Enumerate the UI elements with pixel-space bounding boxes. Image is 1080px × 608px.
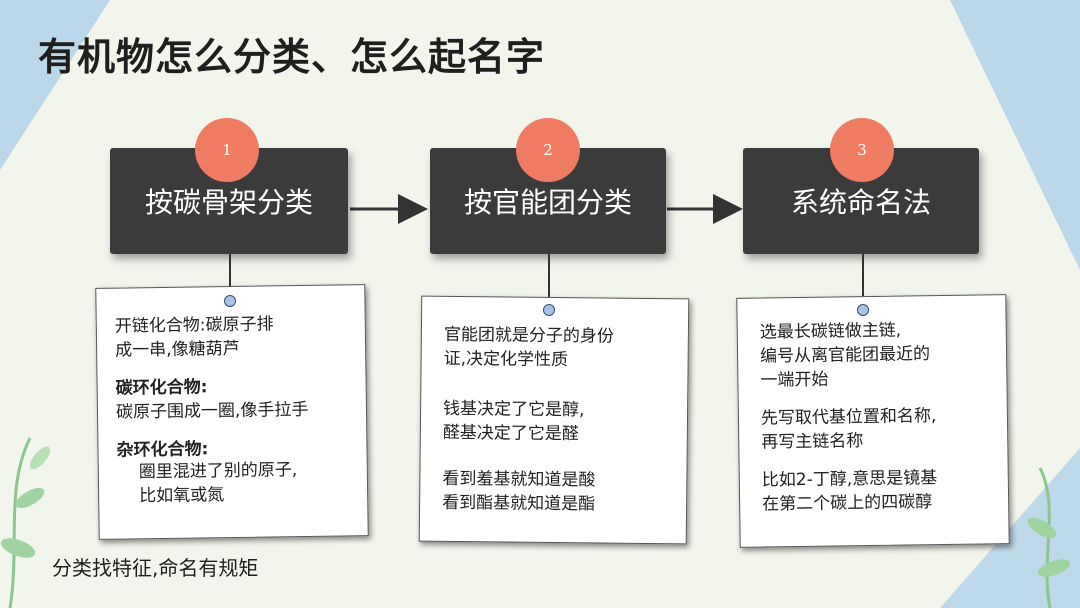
heterocyclic-line-2: 比如氧或氮 [139,485,225,507]
naming-rules-card: 选最长碳链做主链, 编号从离官能团最近的 一端开始 先写取代基位置和名称, 再写… [736,294,1010,548]
step-1-label: 按碳骨架分类 [144,186,313,219]
functional-group-card: 官能团就是分子的身份 证,决定化学性质 钱基决定了它是醇, 醛基决定了它是醛 看… [418,295,690,545]
step-3-number: 3 [857,141,867,159]
step-3-label: 系统命名法 [790,186,931,219]
step-3-number-badge: 3 [830,118,894,182]
step-2-number: 2 [543,141,553,159]
carbocyclic-title: 碳环化合物: [115,377,208,399]
naming-rule-1-line-1: 选最长碳链做主链, [759,320,902,343]
carbocyclic-text: 碳原子围成一圈,像手拉手 [115,399,309,423]
naming-rule-2-line-1: 先写取代基位置和名称, [760,406,937,429]
top-right-corner-decoration [950,0,1080,270]
functional-example-line-1: 钱基决定了它是醇, [443,398,585,421]
connector-line-2 [548,254,550,310]
naming-example-line-2: 在第二个碳上的四碳醇 [762,492,933,515]
page-title: 有机物怎么分类、怎么起名字 [38,35,546,79]
functional-example-line-3: 看到羞基就知道是酸 [442,468,596,491]
step-2-number-badge: 2 [516,118,580,182]
top-left-corner-decoration [0,0,110,170]
open-chain-line-1: 开链化合物:碳原子排 [114,314,274,337]
connector-dot-1 [224,295,236,307]
naming-rule-1-line-2: 编号从离官能团最近的 [759,344,931,367]
functional-example-line-2: 醛基决定了它是醛 [442,422,579,445]
naming-rule-1-line-3: 一端开始 [760,369,829,391]
heterocyclic-line-1: 圈里混进了别的原子, [138,460,298,483]
carbon-skeleton-card: 开链化合物:碳原子排 成一串,像糖葫芦 碳环化合物: 碳原子围成一圈,像手拉手 … [95,284,369,540]
bottom-left-plant-decoration [0,437,51,608]
naming-rule-2-line-2: 再写主链名称 [761,431,864,453]
footer-slogan: 分类找特征,命名有规矩 [52,556,259,580]
bottom-right-plant-decoration [1027,467,1070,608]
connector-line-1 [229,254,231,300]
open-chain-line-2: 成一串,像糖葫芦 [114,338,240,361]
step-2-label: 按官能团分类 [463,186,632,219]
functional-example-line-4: 看到酯基就知道是酯 [442,492,596,515]
step-1-number-badge: 1 [195,118,259,182]
naming-example-line-1: 比如2-丁醇,意思是镜基 [761,468,938,491]
connector-line-3 [862,254,864,310]
connector-dot-2 [543,304,555,316]
functional-intro-line-2: 证,决定化学性质 [443,348,569,371]
functional-intro-line-1: 官能团就是分子的身份 [443,324,614,347]
connector-dot-3 [857,304,869,316]
step-1-number: 1 [222,141,232,159]
